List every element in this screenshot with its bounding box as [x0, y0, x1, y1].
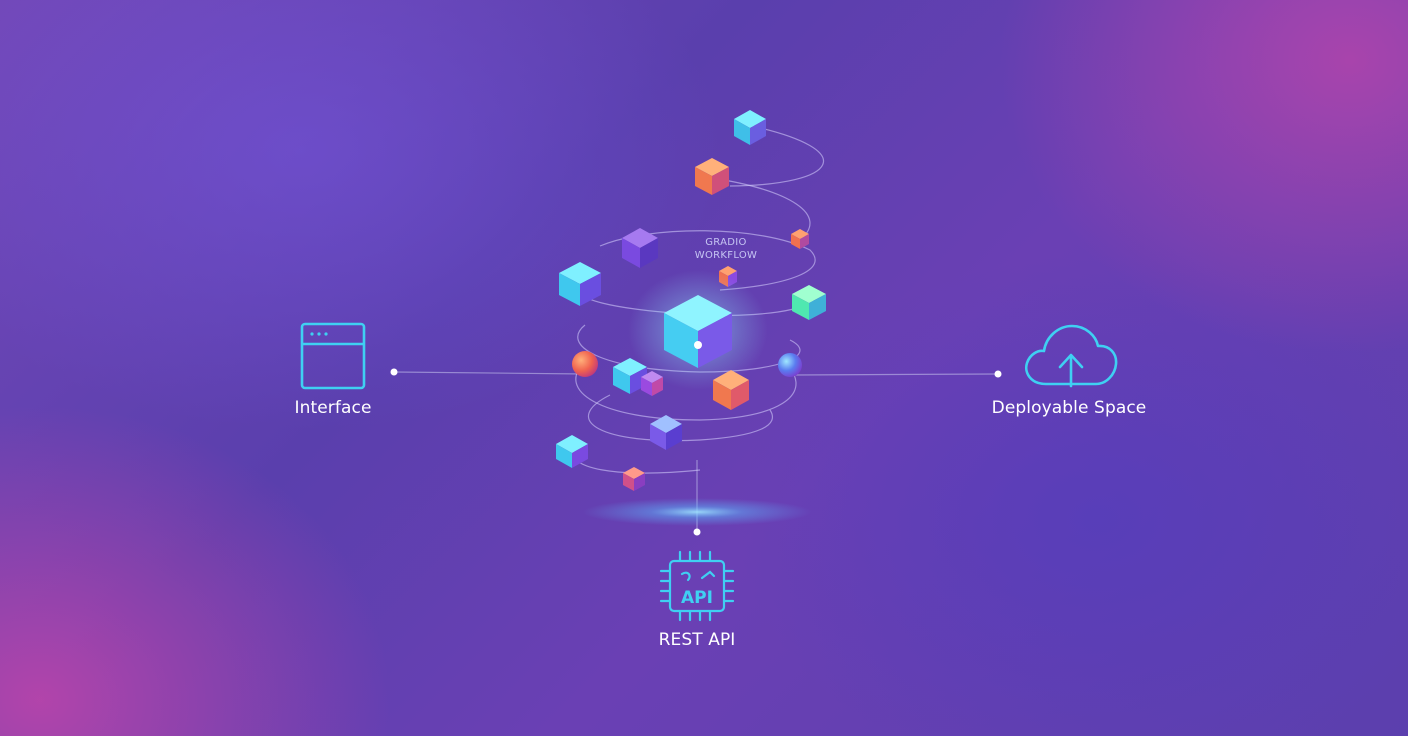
sphere-blue	[778, 353, 802, 377]
cube-central	[664, 295, 732, 368]
connector-deploy	[794, 373, 999, 376]
cube-tiny-orange	[791, 229, 809, 249]
cube-orange-top	[695, 158, 729, 195]
cube-cyan-bottom	[556, 435, 588, 468]
connector-dot-interface	[390, 368, 398, 376]
cube-violet-mid	[641, 371, 663, 396]
cube-cyan-top	[734, 110, 766, 145]
hub-spark	[694, 341, 702, 349]
api-chip-text: API	[681, 588, 713, 608]
hub-base-glow	[582, 498, 812, 526]
connector-dot-api	[693, 528, 701, 536]
cube-cyan-mid	[613, 358, 647, 394]
sphere-orange	[572, 351, 598, 377]
api-chip-icon	[659, 550, 735, 622]
cube-tiny-bottom	[623, 467, 645, 491]
cube-orange-mid	[713, 370, 749, 410]
cube-violet-left	[622, 228, 658, 268]
cloud-upload-icon	[1025, 324, 1118, 388]
connector-dot-deploy	[994, 370, 1002, 378]
cube-cyan-left	[559, 262, 601, 306]
node-label-deploy: Deployable Space	[991, 398, 1147, 418]
hub-title-line2: WORKFLOW	[694, 250, 758, 261]
browser-window-icon	[300, 322, 366, 390]
hub-title-line1: GRADIO	[705, 237, 747, 248]
cubes	[556, 110, 826, 491]
cube-green-right	[792, 285, 826, 320]
connector-interface	[393, 371, 586, 375]
cube-violet-lower	[650, 415, 682, 450]
node-label-interface: Interface	[294, 398, 372, 418]
hub-title: GRADIO WORKFLOW	[695, 236, 757, 262]
node-label-api: REST API	[658, 630, 736, 650]
